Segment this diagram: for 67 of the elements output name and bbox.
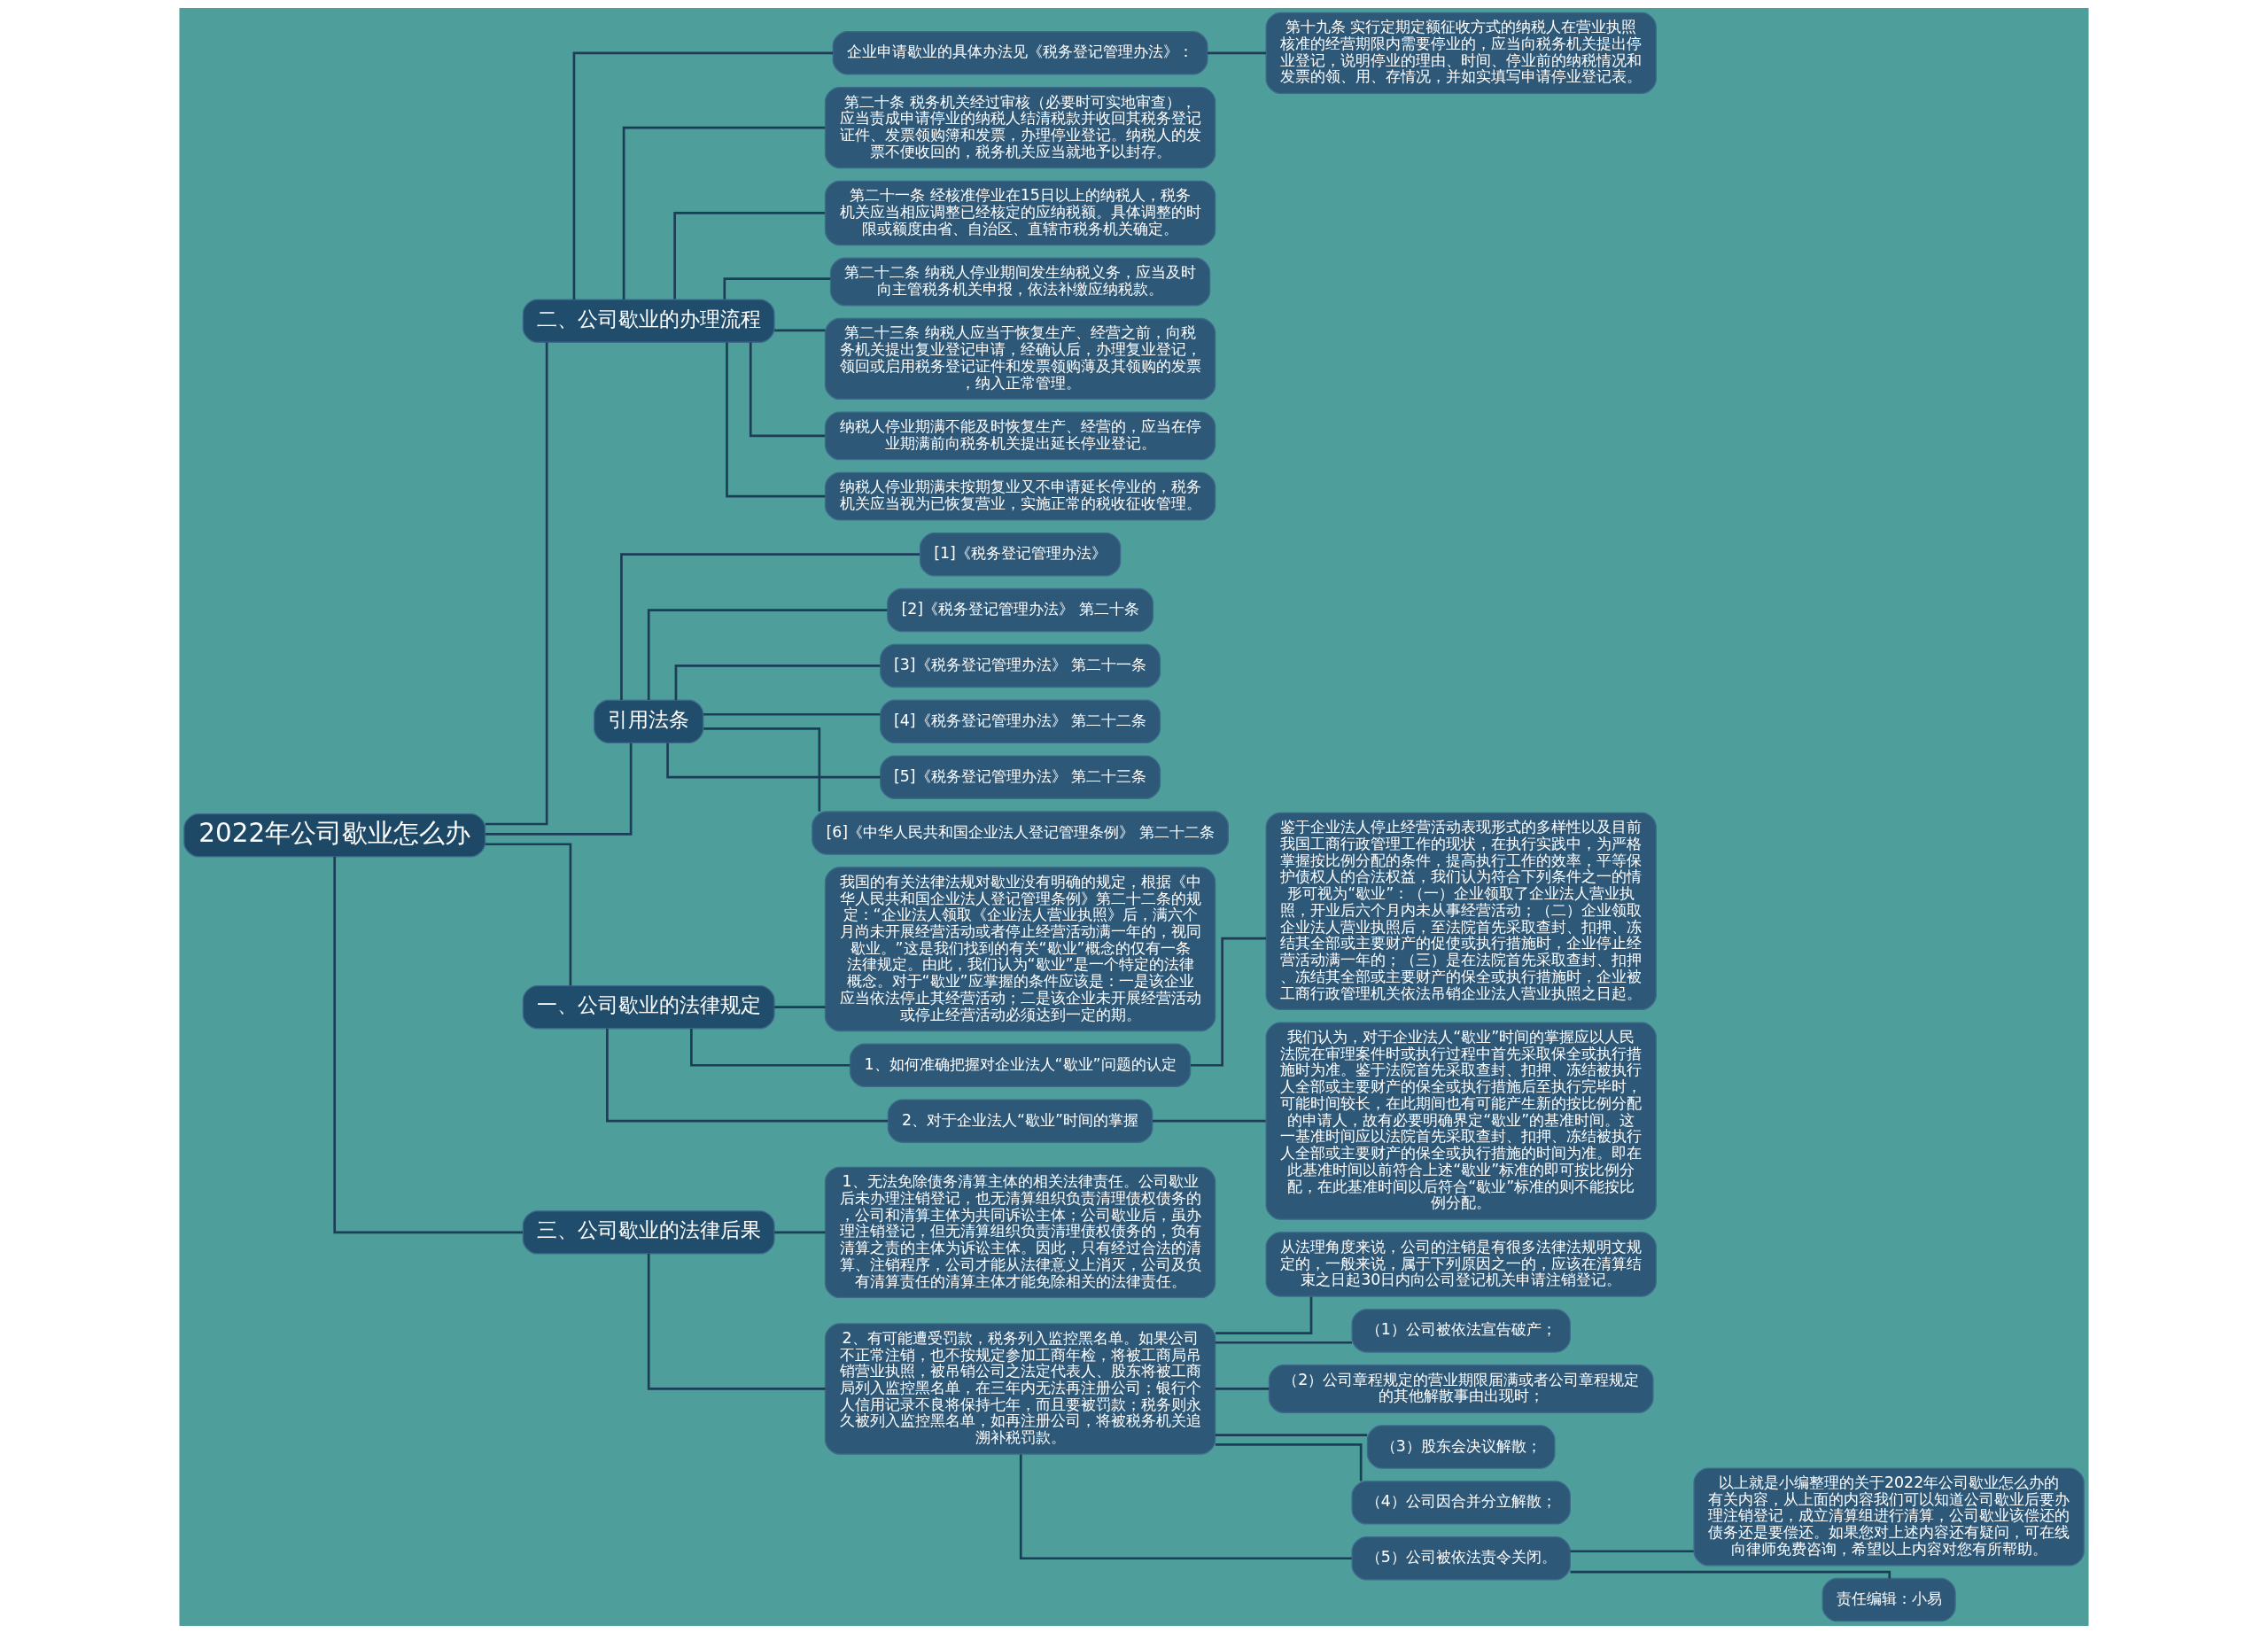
node-box: 以上就是小编整理的关于2022年公司歇业怎么办的有关内容，从上面的内容我们可以知道公司歇业后要办理注销登记，成立清算组进行清算，公司歇业该偿还的债务还是要偿还。如果您对上述内容还有疑问，可在线向律师免费咨询，希望以上内容对您有所帮助。 (1693, 1466, 2085, 1566)
node-box: [1]《税务登记管理办法》 (919, 532, 1122, 576)
node-box: 第二十二条 纳税人停业期间发生纳税义务，应当及时向主管税务机关申报，依法补缴应纳税款。 (829, 257, 1211, 306)
connector (1019, 1453, 1352, 1559)
node-box: 我们认为，对于企业法人“歇业”时间的掌握应以人民法院在审理案件时或执行过程中首先采取保全或执行措施时为准。鉴于法院首先采取查封、扣押、冻结被执行人全部或主要财产的保全或执行措施后至执行完毕时，可能时间较长，在此期间也有可能产生新的按比例分配的申请人，故有必要明确界定“歇业”的基准时间。这一基准时间应以法院首先采取查封、扣押、冻结被执行人全部或主要财产的保全或执行措施的时间为准。即在此基准时间以前符合上述“歇业”标准的即可按比例分配，在此基准时间以后符合“歇业”标准的则不能按比例分配。 (1265, 1021, 1657, 1220)
connector (647, 1253, 826, 1390)
connector (690, 1028, 850, 1067)
connector (1216, 1296, 1313, 1334)
node-box: 第十九条 实行定期定额征收方式的纳税人在营业执照核准的经营期限内需要停业的，应当向税务机关提出停业登记，说明停业的理由、时间、停业前的纳税情况和发票的领、用、存情况，并如实填写申请停业登记表。 (1265, 12, 1657, 94)
connector (1570, 1549, 1694, 1552)
node-box: （1）公司被依法宣告破产； (1351, 1308, 1571, 1353)
node-box: 责任编辑：小易 (1821, 1577, 1956, 1621)
connector (1215, 1387, 1270, 1390)
connector (333, 856, 524, 1233)
node-box: 第二十一条 经核准停业在15日以上的纳税人，税务机关应当相应调整已经核定的应纳税额。具体调整的时限或额度由省、自治区、直辖市税务机关确定。 (824, 180, 1216, 245)
connector (620, 552, 920, 700)
connector (1570, 1570, 1891, 1578)
connector (723, 276, 831, 299)
connector (703, 727, 821, 812)
connector (703, 712, 881, 716)
connector (606, 1028, 889, 1122)
connector (666, 742, 881, 779)
node-box: 纳税人停业期满未按期复业又不申请延长停业的，税务机关应当视为已恢复营业，实施正常的税收征收管理。 (824, 471, 1216, 521)
connector (572, 51, 834, 299)
connector (674, 664, 881, 700)
connector (774, 1231, 826, 1233)
connector (774, 329, 826, 331)
node-box: 三、公司歇业的法律后果 (522, 1209, 775, 1255)
node-box: （2）公司章程规定的营业期限届满或者公司章程规定的其他解散事由出现时； (1268, 1364, 1654, 1413)
node-box: （3）股东会决议解散； (1366, 1424, 1556, 1469)
node-box: （4）公司因合并分立解散； (1351, 1480, 1571, 1525)
node-box: 第二十三条 纳税人应当于恢复生产、经营之前，向税务机关提出复业登记申请，经确认后，办理复业登记，领回或启用税务登记证件和发票领购薄及其领购的发票，纳入正常管理。 (824, 317, 1216, 400)
node-box: 第二十条 税务机关经过审核（必要时可实地审查），应当责成申请停业的纳税人结清税款并收回其税务登记证件、发票领购簿和发票，办理停业登记。纳税人的发票不便收回的，税务机关应当就地予以封存。 (824, 86, 1216, 168)
node-box: 2、有可能遭受罚款，税务列入监控黑名单。如果公司不正常注销，也不按规定参加工商年检，将被工商局吊销营业执照，被吊销公司之法定代表人、股东将被工商局列入监控黑名单，在三年内无法再注册公司；银行个人信用记录不良将保持七年，而且要被罚款；税务则永久被列入监控黑名单，如再注册公司，将被税务机关追溯补税罚款。 (824, 1322, 1216, 1455)
node-box: 二、公司歇业的办理流程 (522, 298, 775, 343)
connector (749, 342, 826, 437)
connector (622, 126, 826, 299)
connector (673, 211, 825, 299)
connector (1208, 51, 1266, 54)
node-box: [5]《税务登记管理办法》 第二十三条 (880, 754, 1161, 799)
connector (1215, 1442, 1363, 1481)
node-box: [6]《中华人民共和国企业法人登记管理条例》 第二十二条 (812, 810, 1229, 855)
node-box: 一、公司歇业的法律规定 (522, 984, 775, 1029)
node-box: 2022年公司歇业怎么办 (183, 813, 486, 857)
connector (647, 608, 888, 700)
connector (1215, 1433, 1368, 1436)
connector (485, 842, 572, 985)
node-box: 引用法条 (594, 699, 704, 743)
connector (1215, 1341, 1352, 1344)
node-box: [4]《税务登记管理办法》 第二十二条 (880, 699, 1161, 743)
node-box: 1、如何准确把握对企业法人“歇业”问题的认定 (849, 1043, 1192, 1087)
node-box: 纳税人停业期满不能及时恢复生产、经营的，应当在停业期满前向税务机关提出延长停业登记。 (824, 411, 1216, 460)
connector (1152, 1119, 1266, 1122)
node-box: 2、对于企业法人“歇业”时间的掌握 (887, 1098, 1153, 1143)
node-box: 我国的有关法律法规对歇业没有明确的规定，根据《中华人民共和国企业法人登记管理条例》第二十二条的规定：“企业法人领取《企业法人营业执照》后，满六个月尚未开展经营活动或者停止经营活动满一年的，视同歇业。”这是我们找到的有关“歇业”概念的仅有一条法律规定。由此，我们认为“歇业”是一个特定的法律概念。对于“歇业”应掌握的条件应该是：一是该企业应当依法停止其经营活动；二是该企业未开展经营活动或停止经营活动必须达到一定的期。 (824, 866, 1216, 1031)
connector (774, 1005, 826, 1008)
connector (485, 342, 548, 825)
connector (1191, 937, 1267, 1067)
node-box: [3]《税务登记管理办法》 第二十一条 (880, 643, 1161, 688)
node-box: 企业申请歇业的具体办法见《税务登记管理办法》： (832, 30, 1208, 75)
connector (485, 743, 633, 836)
node-box: （5）公司被依法责令关闭。 (1351, 1536, 1571, 1580)
node-box: 1、无法免除债务清算主体的相关法律责任。公司歇业后未办理注销登记，也无清算组织负责清理债权债务的，公司和清算主体为共同诉讼主体；公司歇业后，虽办理注销登记，但无清算组织负责清理债权债务的，负有清算之责的主体为诉讼主体。因此，只有经过合法的清算、注销程序，公司才能从法律意义上消灭，公司及负有清算责任的清算主体才能免除相关的法律责任。 (824, 1166, 1216, 1298)
node-box: 从法理角度来说，公司的注销是有很多法律法规明文规定的，一般来说，属于下列原因之一的，应该在清算结束之日起30日内向公司登记机关申请注销登记。 (1265, 1231, 1657, 1297)
node-box: 鉴于企业法人停止经营活动表现形式的多样性以及目前我国工商行政管理工作的现状，在执行实践中，为严格掌握按比例分配的条件，提高执行工作的效率，平等保护债权人的合法权益，我们认为符合下列条件之一的情形可视为“歇业”：（一）企业领取了企业法人营业执照，开业后六个月内未从事经营活动；（二）企业领取企业法人营业执照后，至法院首先采取查封、扣押、冻结其全部或主要财产的促使或执行措施时，企业停止经营活动满一年的；（三）是在法院首先采取查封、扣押、冻结其全部或主要财产的保全或执行措施时，企业被工商行政管理机关依法吊销企业法人营业执照之日起。 (1265, 812, 1657, 1010)
node-box: [2]《税务登记管理办法》 第二十条 (887, 587, 1154, 632)
connector (726, 341, 826, 497)
